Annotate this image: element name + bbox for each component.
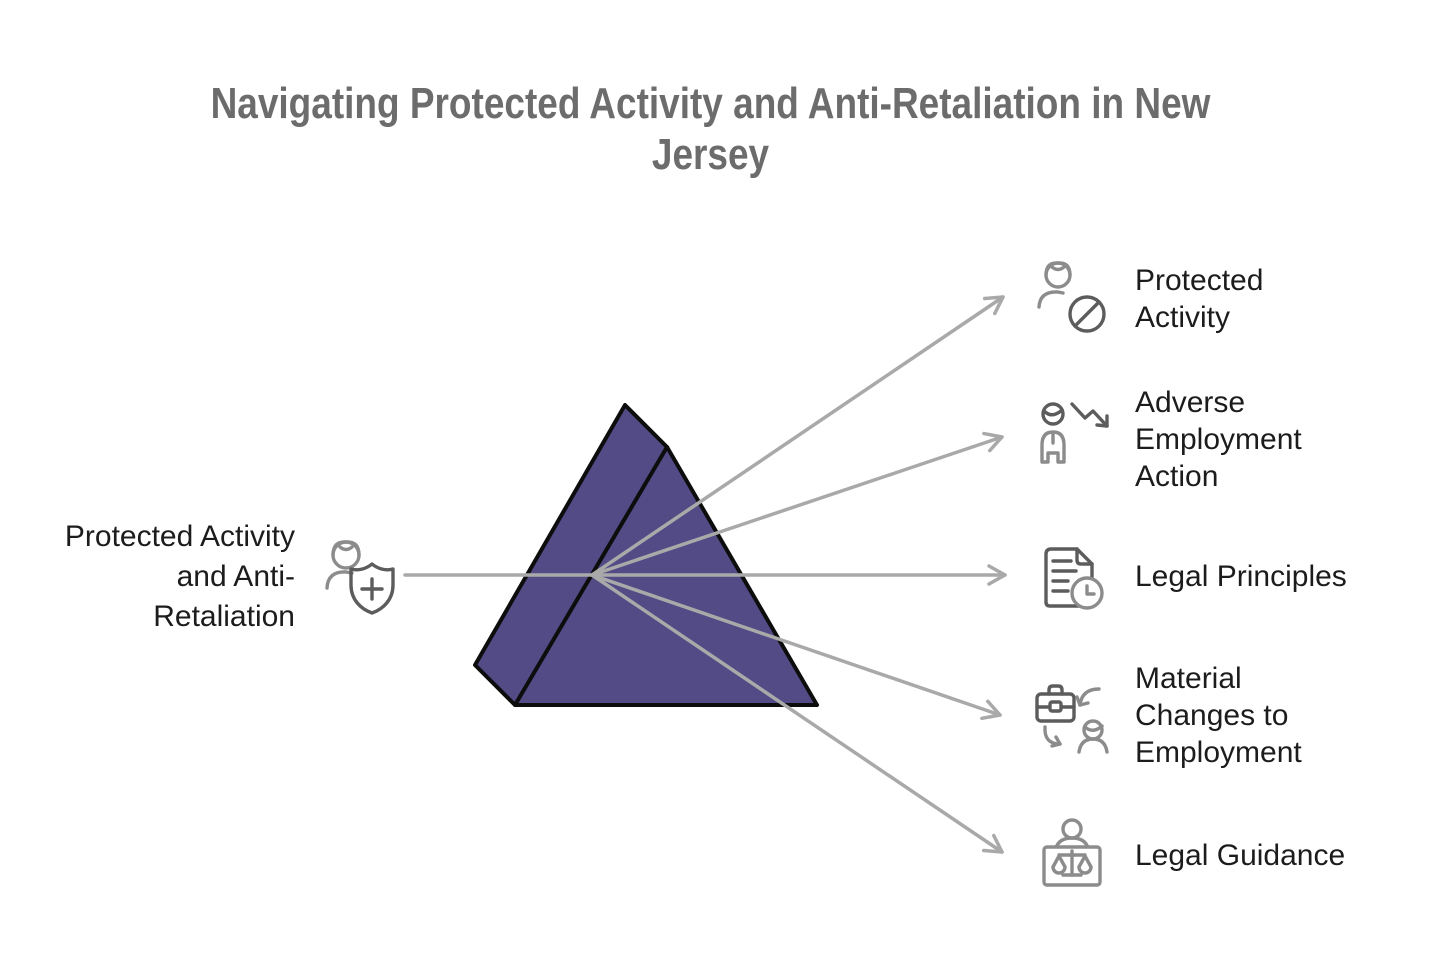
- briefcase-exchange-person-icon: [1032, 678, 1112, 758]
- branch-label-material-changes: Material Changes to Employment: [1135, 662, 1302, 769]
- branch-label-legal-guidance: Legal Guidance: [1135, 839, 1346, 872]
- arrow-to-protected-activity: [590, 295, 1005, 577]
- arrow-to-legal-guidance: [590, 573, 1004, 854]
- person-shield-plus-icon: [320, 538, 400, 618]
- person-justice-scales-icon: [1032, 817, 1112, 897]
- page-title: Navigating Protected Activity and Anti-R…: [210, 80, 1211, 179]
- branch-label-adverse-employment-action: Adverse Employment Action: [1135, 386, 1302, 493]
- person-prohibition-icon: [1032, 259, 1112, 339]
- source-label: Protected Activity and Anti-Retaliation: [64, 520, 295, 633]
- arrow-to-material-changes: [590, 573, 1002, 721]
- arrow-to-adverse-employment-action: [590, 431, 1004, 577]
- branch-label-protected-activity: Protected Activity: [1135, 264, 1264, 334]
- document-clock-icon: [1032, 537, 1112, 617]
- branch-label-legal-principles: Legal Principles: [1135, 560, 1347, 593]
- person-decline-arrow-icon: [1032, 398, 1132, 478]
